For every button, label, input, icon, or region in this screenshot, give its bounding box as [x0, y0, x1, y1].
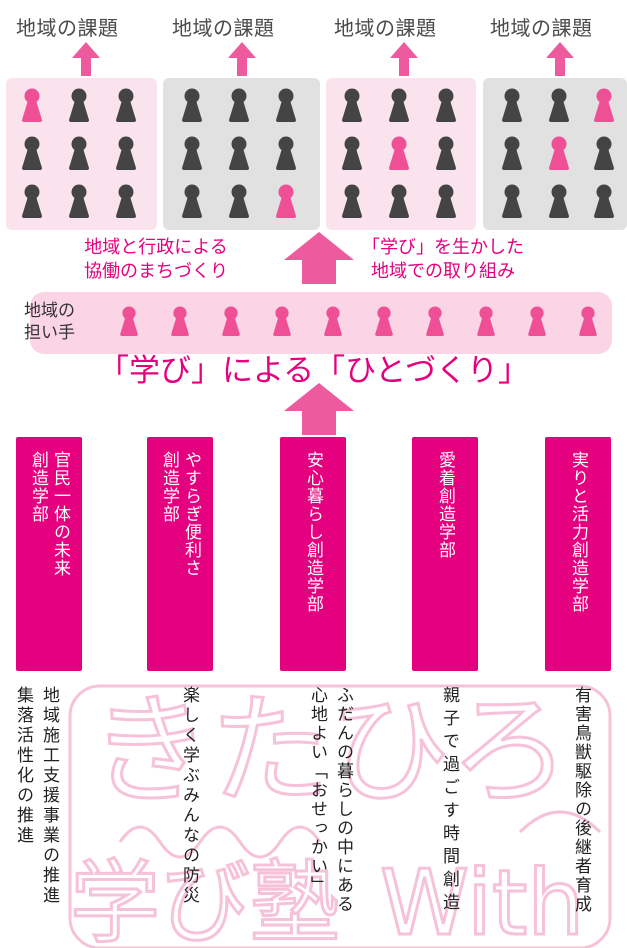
person-icon — [274, 88, 298, 122]
person-icon — [340, 184, 364, 218]
person-icon — [387, 184, 411, 218]
dept-1-label: 官民一体の未来 創造学部 — [28, 451, 70, 577]
up-arrow-icon-3 — [390, 42, 418, 76]
person-icon — [114, 136, 138, 170]
person-icon — [227, 136, 251, 170]
person-icon — [340, 88, 364, 122]
person-icon — [20, 184, 44, 218]
bearer-person-icon — [475, 306, 497, 336]
person-icon — [274, 136, 298, 170]
person-icon — [500, 184, 524, 218]
dept-3-label: 安心暮らし創造学部 — [303, 451, 323, 613]
dept-1: 官民一体の未来 創造学部 — [16, 437, 82, 671]
activity-5-text: 有害鳥獣駆除の後継者育成 — [571, 686, 591, 914]
dept-5: 実りと活力創造学部 — [545, 437, 611, 671]
person-icon — [67, 88, 91, 122]
issue-label-2: 地域の課題 — [172, 16, 275, 40]
bearer-person-icon — [271, 306, 293, 336]
issue-label-3: 地域の課題 — [334, 16, 437, 40]
up-arrow-icon-big-2 — [284, 383, 354, 435]
person-icon — [180, 184, 204, 218]
person-icon — [227, 184, 251, 218]
bearer-person-icon — [577, 306, 599, 336]
community-panel-1 — [6, 78, 157, 230]
activity-4-text: 親子で過ごす時間創造 — [439, 686, 459, 916]
svg-text:With: With — [380, 851, 584, 948]
person-icon — [274, 184, 298, 218]
bearers-label: 地域の 担い手 — [24, 301, 75, 343]
issue-label-1: 地域の課題 — [16, 16, 119, 40]
bearer-person-icon — [526, 306, 548, 336]
dept-2-label: やすらぎ便利さ 創造学部 — [159, 451, 201, 577]
up-arrow-icon-4 — [546, 42, 574, 76]
up-arrow-icon-2 — [228, 42, 256, 76]
person-icon — [547, 136, 571, 170]
bearer-person-icon — [169, 306, 191, 336]
community-panel-4 — [483, 78, 627, 230]
bearer-person-icon — [322, 306, 344, 336]
issue-label-4: 地域の課題 — [490, 16, 593, 40]
person-icon — [67, 136, 91, 170]
person-icon — [340, 136, 364, 170]
person-icon — [592, 88, 616, 122]
up-arrow-icon-big — [284, 232, 354, 284]
person-icon — [547, 184, 571, 218]
activity-3-text: ふだんの暮らしの中にある 心地よい「おせっかい」 — [307, 686, 353, 914]
person-icon — [227, 88, 251, 122]
person-icon — [387, 88, 411, 122]
person-icon — [67, 184, 91, 218]
bearer-person-icon — [373, 306, 395, 336]
headline: 「学び」による「ひとづくり」 — [98, 353, 529, 389]
bearer-person-icon — [424, 306, 446, 336]
up-arrow-icon-1 — [72, 42, 100, 76]
activity-2: 楽しく学ぶみんなの防災 — [178, 686, 200, 911]
activity-4: 親子で過ごす時間創造 — [438, 686, 460, 921]
person-icon — [547, 88, 571, 122]
activity-5: 有害鳥獣駆除の後継者育成 — [570, 686, 592, 919]
community-panel-3 — [326, 78, 476, 230]
person-icon — [592, 184, 616, 218]
watermark-logo: きたひろ 学び塾 With — [0, 672, 627, 948]
person-icon — [592, 136, 616, 170]
person-icon — [434, 184, 458, 218]
bearers-row — [118, 306, 608, 340]
person-icon — [20, 136, 44, 170]
activity-1-text: 地域施工支援事業の推進 集落活性化の推進 — [13, 686, 59, 906]
person-icon — [434, 136, 458, 170]
community-panel-2 — [163, 78, 320, 230]
person-icon — [500, 136, 524, 170]
person-icon — [387, 136, 411, 170]
bearer-person-icon — [118, 306, 140, 336]
dept-4-label: 愛着創造学部 — [435, 451, 455, 559]
bearer-person-icon — [220, 306, 242, 336]
person-icon — [180, 136, 204, 170]
person-icon — [180, 88, 204, 122]
person-icon — [114, 88, 138, 122]
caption-collaboration: 地域と行政による 協働のまちづくり — [84, 237, 228, 282]
svg-text:きたひろ: きたひろ — [90, 682, 570, 821]
dept-3: 安心暮らし創造学部 — [280, 437, 346, 671]
person-icon — [434, 88, 458, 122]
person-icon — [114, 184, 138, 218]
activity-1: 地域施工支援事業の推進 集落活性化の推進 — [10, 686, 62, 911]
person-icon — [500, 88, 524, 122]
dept-5-label: 実りと活力創造学部 — [568, 451, 588, 613]
dept-4: 愛着創造学部 — [412, 437, 478, 671]
caption-learning-practice: 「学び」を生かした 地域での取り組み — [362, 237, 524, 282]
activity-2-text: 楽しく学ぶみんなの防災 — [179, 686, 199, 906]
svg-text:学び塾: 学び塾 — [70, 851, 340, 948]
dept-2: やすらぎ便利さ 創造学部 — [147, 437, 213, 671]
person-icon — [20, 88, 44, 122]
activity-3: ふだんの暮らしの中にある 心地よい「おせっかい」 — [304, 686, 356, 919]
